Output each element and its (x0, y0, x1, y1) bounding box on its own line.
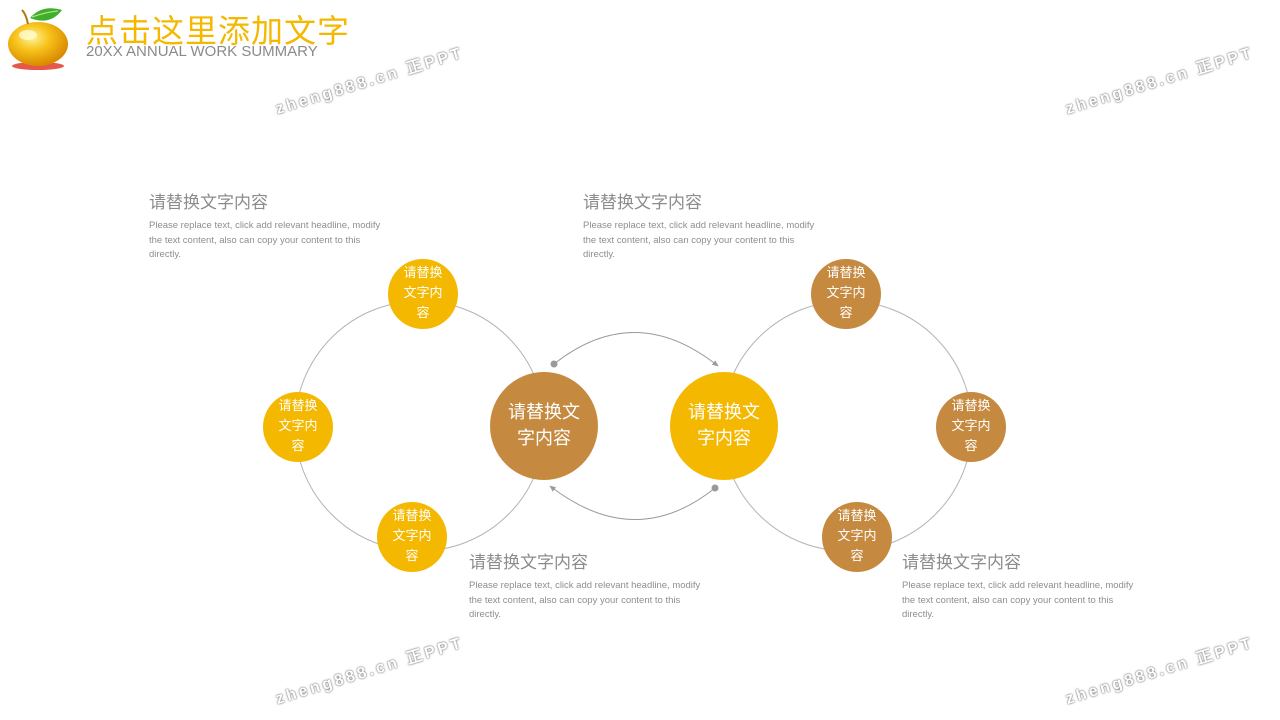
right-node-top: 请替换文字内容 (811, 259, 881, 329)
text-block-body: Please replace text, click add relevant … (583, 220, 815, 260)
text-block-heading: 请替换文字内容 (583, 193, 702, 213)
left-node-middle: 请替换文字内容 (263, 392, 333, 462)
text-block-body: Please replace text, click add relevant … (469, 580, 701, 620)
text-block-heading: 请替换文字内容 (149, 193, 268, 213)
right-node-bottom: 请替换文字内容 (822, 502, 892, 572)
text-block-body: Please replace text, click add relevant … (902, 580, 1134, 620)
right-node-middle: 请替换文字内容 (936, 392, 1006, 462)
text-block-bottom-center: 请替换文字内容 Please replace text, click add r… (469, 548, 709, 623)
text-block-heading: 请替换文字内容 (902, 553, 1021, 573)
text-block-heading: 请替换文字内容 (469, 553, 588, 573)
left-node-bottom: 请替换文字内容 (377, 502, 447, 572)
left-node-top: 请替换文字内容 (388, 259, 458, 329)
text-block-bottom-right: 请替换文字内容 Please replace text, click add r… (902, 548, 1142, 623)
page-subtitle: 20XX ANNUAL WORK SUMMARY (86, 43, 318, 60)
text-block-top-left: 请替换文字内容 Please replace text, click add r… (149, 188, 389, 263)
top-arc-dot (550, 360, 558, 368)
right-center-node: 请替换文字内容 (670, 372, 778, 480)
page-title: 点击这里添加文字 (86, 12, 351, 50)
bottom-arc-dot (711, 484, 719, 492)
top-arrow-arc (553, 332, 719, 367)
golden-fruit-logo-icon (8, 8, 68, 70)
text-block-top-center: 请替换文字内容 Please replace text, click add r… (583, 188, 823, 263)
bottom-arrow-arc (549, 485, 716, 520)
left-center-node: 请替换文字内容 (490, 372, 598, 480)
text-block-body: Please replace text, click add relevant … (149, 220, 381, 260)
